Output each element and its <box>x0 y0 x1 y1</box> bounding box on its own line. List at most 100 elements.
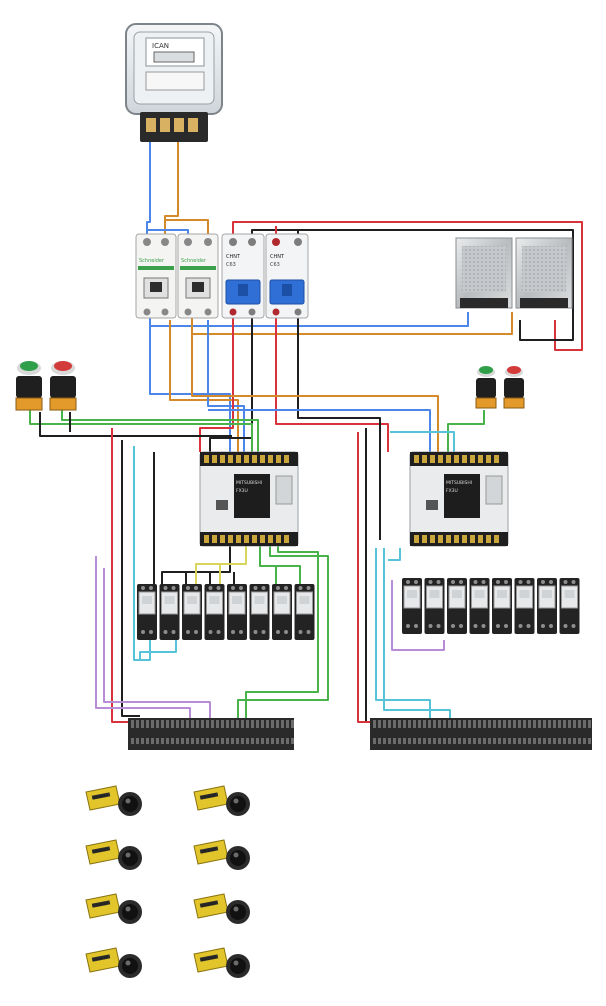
power-supplies <box>455 237 573 309</box>
mcb-2: CHNT C63 <box>265 233 309 319</box>
wire-blue-right <box>208 409 431 452</box>
relay-bank-right <box>402 578 580 634</box>
camera-2: COGNEX <box>193 785 250 816</box>
wire-violet-right <box>391 580 445 651</box>
relay-left-7 <box>272 584 292 640</box>
relay-right-4 <box>469 578 490 634</box>
camera-label: COGNEX <box>93 902 109 909</box>
wire-violet-left2 <box>103 568 211 722</box>
relay-left-3 <box>182 584 202 640</box>
relay-left-4 <box>204 584 225 640</box>
relay-left-5 <box>227 584 247 640</box>
plc-right: MITSUBISHI FX3U <box>409 451 509 547</box>
wire-orange-right <box>191 334 439 452</box>
camera-label: COGNEX <box>93 956 109 963</box>
camera-3: COGNEX <box>85 839 142 870</box>
relay-left-2 <box>159 584 180 640</box>
wire-black-left-long <box>121 440 140 717</box>
plc-left-model: FX3U <box>236 488 248 494</box>
terminal-strip-right <box>370 718 592 750</box>
wire-green-pb-left <box>29 410 253 452</box>
main-breakers: Schneider Schneider <box>135 233 219 319</box>
wire-red-top <box>232 221 583 351</box>
push-button-red-right[interactable] <box>503 366 525 409</box>
relay-right-6 <box>514 578 535 634</box>
camera-7: COGNEX <box>85 947 142 978</box>
camera-label: COGNEX <box>201 902 217 909</box>
wire-violet-left <box>95 556 191 722</box>
mcb-1: CHNT C63 <box>221 233 265 319</box>
wire-black-right <box>297 312 381 540</box>
mcb-model-2: C63 <box>270 262 280 268</box>
relay-left-1 <box>137 584 157 640</box>
plc-right-model: FX3U <box>446 488 458 494</box>
push-buttons-right <box>475 366 525 409</box>
wire-cyan-relay-term <box>139 640 177 660</box>
mcb-model-1: C63 <box>226 262 236 268</box>
wire-orange-bridge <box>165 219 209 236</box>
wire-black-down <box>209 312 253 452</box>
relay-left-8 <box>294 584 315 640</box>
wire-black-top <box>251 229 574 341</box>
wire-red-down <box>199 312 234 452</box>
relay-right-5 <box>492 578 512 634</box>
camera-4: COGNEX <box>193 839 250 870</box>
plc-right-port <box>426 500 438 510</box>
push-button-red-left[interactable] <box>49 361 77 411</box>
camera-label: COGNEX <box>201 794 217 801</box>
wire-cyan-left <box>133 446 151 661</box>
wire-blue-down2 <box>207 320 245 452</box>
meter-brand: ICAN <box>152 42 169 50</box>
camera-group: COGNEX COGNEX COGNEX COGNEX COGNEX COGNEX COGN… <box>85 785 250 978</box>
wires <box>29 140 583 723</box>
relay-right-8 <box>559 578 580 634</box>
push-button-green-right[interactable] <box>475 366 497 409</box>
push-button-green-left[interactable] <box>15 361 43 411</box>
relay-right-7 <box>537 578 557 634</box>
wire-meter-blue <box>146 140 151 236</box>
wire-relay-bus-yellow <box>195 545 247 584</box>
wire-green-out2 <box>245 545 319 722</box>
camera-5: COGNEX <box>85 893 142 924</box>
relay-right-2 <box>424 578 445 634</box>
camera-1: COGNEX <box>85 785 142 816</box>
wire-black-pb-left <box>39 412 232 437</box>
wire-green-pb-right <box>447 410 485 452</box>
wire-green-pb-left2 <box>61 410 259 452</box>
schneider-label-1: Schneider <box>139 258 165 264</box>
terminal-strip-left <box>128 718 294 750</box>
wire-cyan-right-tail <box>383 548 451 722</box>
schneider-breaker-2: Schneider <box>177 233 219 319</box>
mcb-brand-1: CHNT <box>226 254 241 260</box>
wire-red-left-long <box>111 428 132 723</box>
camera-label: COGNEX <box>93 848 109 855</box>
wire-green-out <box>237 545 329 722</box>
wire-orange-psu <box>191 312 513 335</box>
relay-right-1 <box>402 578 422 634</box>
push-buttons-left <box>15 361 77 411</box>
wire-blue-down <box>149 320 231 452</box>
relay-left-6 <box>249 584 270 640</box>
wire-meter-orange <box>164 140 179 236</box>
power-supply-2 <box>515 237 573 309</box>
energy-meter: ICAN <box>125 23 223 142</box>
camera-label: COGNEX <box>93 794 109 801</box>
wire-orange-down <box>169 320 239 452</box>
camera-label: COGNEX <box>201 848 217 855</box>
plc-right-brand: MITSUBISHI <box>446 480 472 486</box>
mcb-breakers: CHNT C63 CHNT C63 <box>221 233 309 319</box>
camera-8: COGNEX <box>193 947 250 978</box>
power-supply-1 <box>455 237 513 309</box>
plc-left-brand: MITSUBISHI <box>236 480 262 486</box>
plc-left-port <box>216 500 228 510</box>
mcb-brand-2: CHNT <box>270 254 285 260</box>
camera-6: COGNEX <box>193 893 250 924</box>
camera-label: COGNEX <box>201 956 217 963</box>
wire-red-right <box>275 312 389 452</box>
relay-right-3 <box>447 578 467 634</box>
schneider-breaker-1: Schneider <box>135 233 177 319</box>
schneider-label-2: Schneider <box>181 258 207 264</box>
wire-cyan-right <box>390 431 455 452</box>
wire-relay-bus-green <box>259 545 301 584</box>
